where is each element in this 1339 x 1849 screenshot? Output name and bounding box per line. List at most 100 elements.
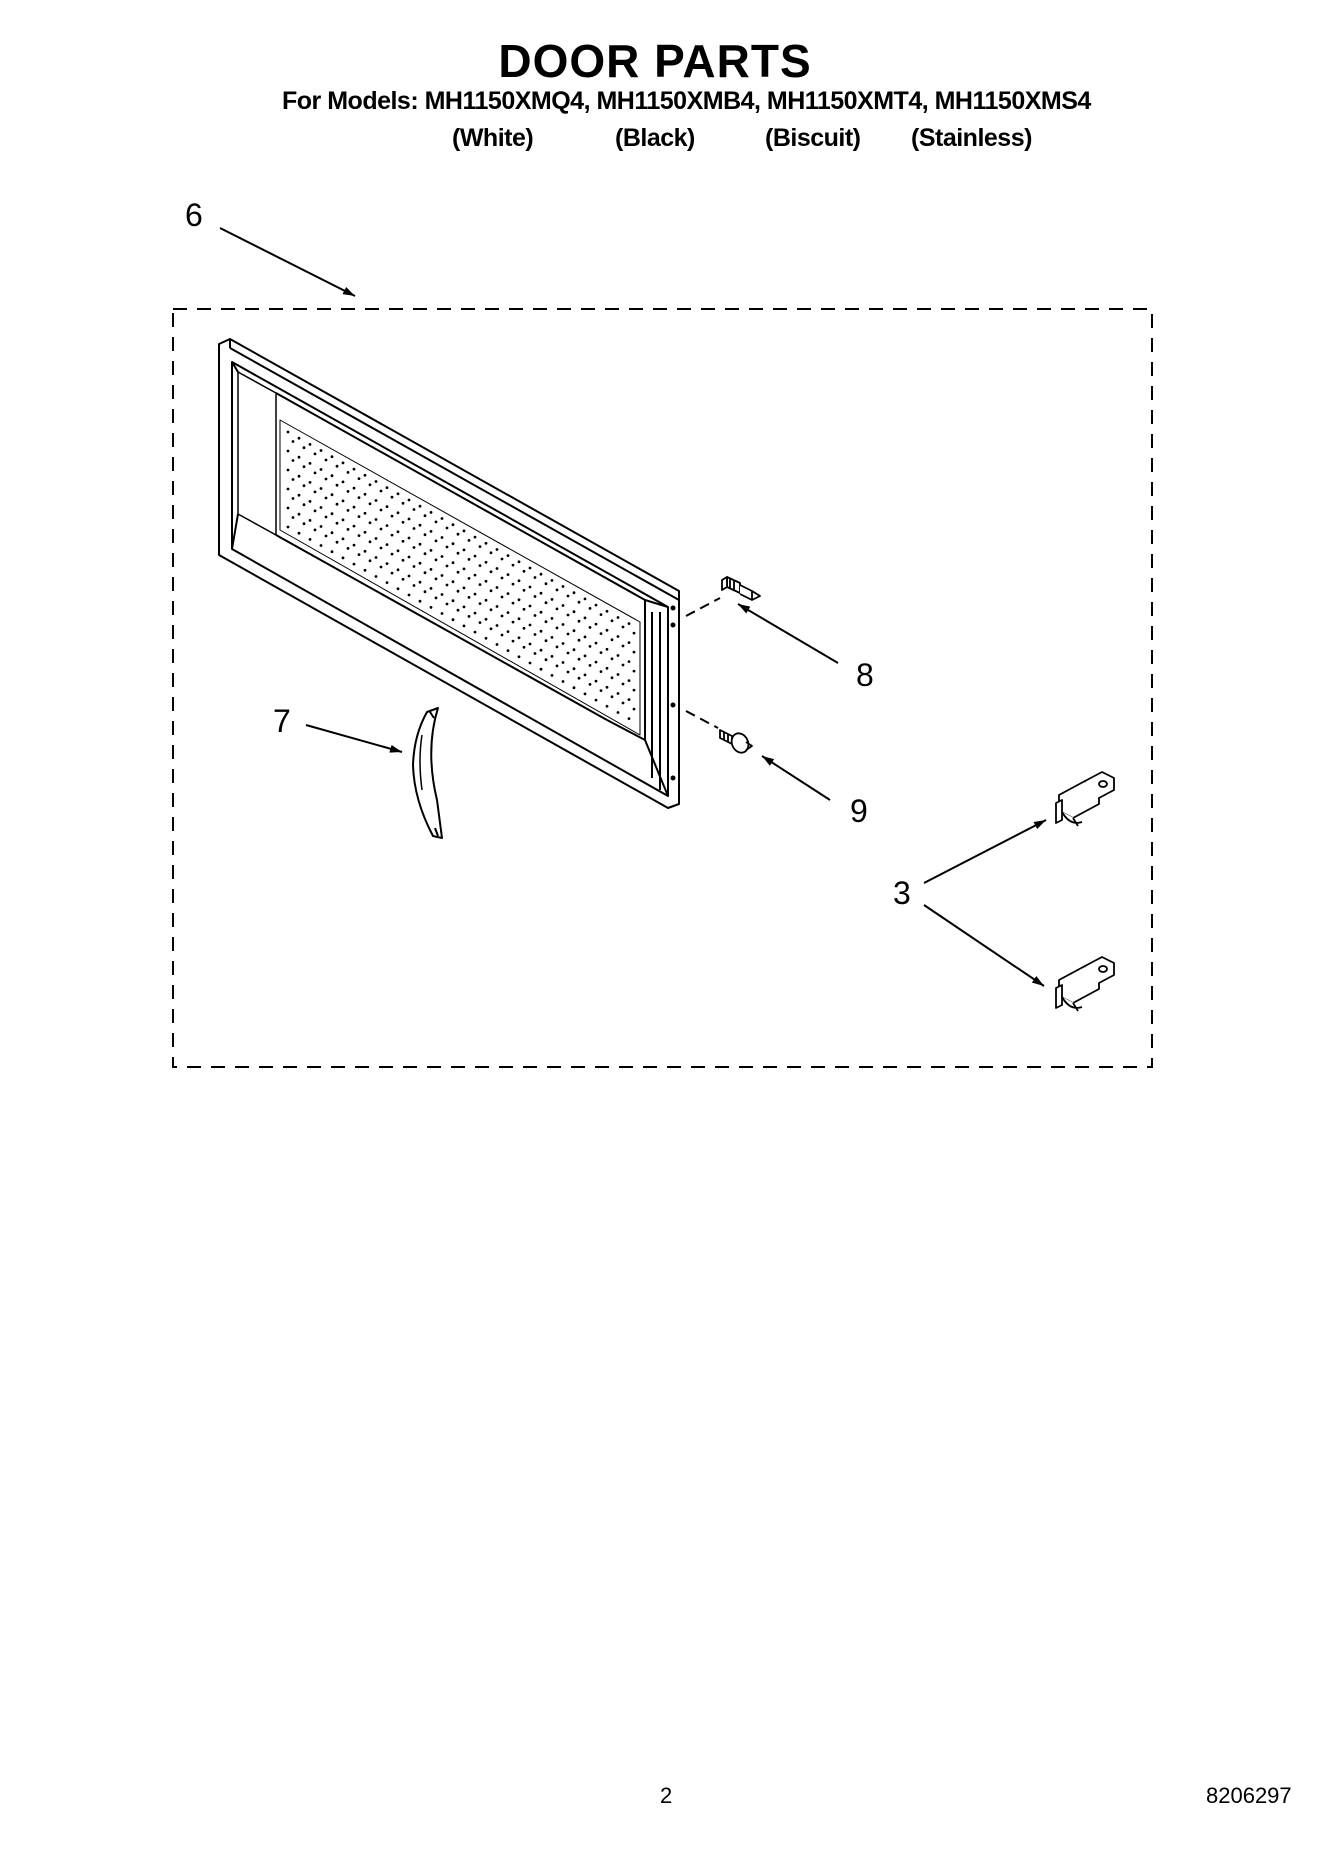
mesh-hole <box>627 622 631 625</box>
mesh-hole <box>511 563 515 567</box>
mesh-hole <box>588 664 592 667</box>
mesh-hole <box>346 528 350 531</box>
mesh-hole <box>621 682 625 686</box>
mesh-hole <box>363 530 367 534</box>
mesh-hole <box>467 539 471 542</box>
mesh-hole <box>467 596 471 599</box>
mesh-hole <box>484 598 488 602</box>
mesh-hole <box>374 499 378 502</box>
mesh-hole <box>588 626 592 629</box>
mesh-hole <box>489 627 493 631</box>
mesh-hole <box>302 503 306 507</box>
mesh-hole <box>412 584 416 587</box>
mesh-hole <box>555 645 559 649</box>
mesh-hole <box>374 575 378 578</box>
mesh-hole <box>616 635 620 638</box>
mesh-hole <box>616 673 620 676</box>
mesh-hole <box>374 537 378 540</box>
mesh-hole <box>341 537 345 541</box>
mesh-hole <box>412 527 416 530</box>
mesh-hole <box>434 577 438 581</box>
mesh-hole <box>632 650 636 654</box>
mesh-hole <box>495 548 499 551</box>
mesh-hole <box>352 543 356 547</box>
mesh-hole <box>511 620 515 624</box>
mesh-hole <box>368 540 372 544</box>
mesh-hole <box>379 527 383 531</box>
frame-mounting-holes <box>670 605 676 781</box>
mesh-hole <box>473 592 477 596</box>
mesh-hole <box>297 474 301 478</box>
mesh-hole <box>473 535 477 539</box>
mesh-hole <box>583 692 587 696</box>
mesh-hole <box>550 579 554 582</box>
mesh-hole <box>566 651 570 655</box>
mesh-hole <box>390 514 394 518</box>
mesh-hole <box>418 599 422 603</box>
mesh-hole <box>319 449 323 452</box>
mesh-hole <box>429 587 433 590</box>
mesh-hole <box>610 619 614 623</box>
mesh-hole <box>335 521 339 525</box>
mesh-hole <box>583 673 587 677</box>
mesh-hole <box>291 478 295 481</box>
mesh-hole <box>445 583 449 587</box>
mesh-hole <box>605 704 609 708</box>
mesh-hole <box>577 638 581 642</box>
mesh-hole <box>533 633 537 636</box>
color-label-biscuit: (Biscuit) <box>765 124 861 152</box>
mesh-hole <box>506 630 510 633</box>
mesh-hole <box>335 464 339 468</box>
mesh-hole <box>341 461 345 465</box>
mesh-hole <box>374 480 378 483</box>
mesh-hole <box>605 647 609 651</box>
mesh-hole <box>385 562 389 565</box>
mesh-hole <box>401 520 405 524</box>
mesh-hole <box>561 680 565 683</box>
mesh-hole <box>379 508 383 512</box>
mesh-hole <box>616 711 620 714</box>
mesh-hole <box>396 587 400 591</box>
mesh-hole <box>588 607 592 610</box>
mesh-hole <box>467 615 471 618</box>
mesh-hole <box>489 589 493 593</box>
mesh-hole <box>297 493 301 497</box>
mesh-hole <box>632 669 636 673</box>
mesh-hole <box>467 558 471 561</box>
mesh-hole <box>286 525 290 529</box>
mesh-hole <box>363 549 367 553</box>
mesh-hole <box>286 430 290 434</box>
mesh-hole <box>385 524 389 527</box>
mesh-hole <box>324 496 328 500</box>
mesh-hole <box>528 566 532 570</box>
mesh-hole <box>517 617 521 621</box>
mesh-hole <box>418 504 422 508</box>
mesh-hole <box>544 658 548 662</box>
mesh-hole <box>319 506 323 509</box>
mesh-hole <box>423 552 427 556</box>
mesh-hole <box>621 625 625 629</box>
mesh-hole <box>489 570 493 574</box>
mesh-hole <box>495 624 499 627</box>
mesh-hole <box>539 629 543 633</box>
mesh-hole <box>335 502 339 506</box>
mesh-hole <box>577 676 581 680</box>
mesh-hole <box>423 590 427 594</box>
mesh-hole <box>610 638 614 642</box>
callout-9: 9 <box>850 793 868 829</box>
mesh-hole <box>401 501 405 505</box>
mesh-hole <box>621 644 625 648</box>
mesh-hole <box>440 612 444 615</box>
mesh-hole <box>330 455 334 459</box>
mesh-hole <box>572 610 576 614</box>
mesh-hole <box>440 574 444 577</box>
mesh-hole <box>341 480 345 484</box>
mesh-hole <box>506 611 510 614</box>
mesh-hole <box>550 617 554 620</box>
mesh-hole <box>429 549 433 552</box>
mesh-hole <box>407 498 411 502</box>
mesh-hole <box>627 679 631 682</box>
mesh-hole <box>308 481 312 484</box>
mesh-hole <box>456 551 460 555</box>
mesh-hole <box>627 717 631 720</box>
